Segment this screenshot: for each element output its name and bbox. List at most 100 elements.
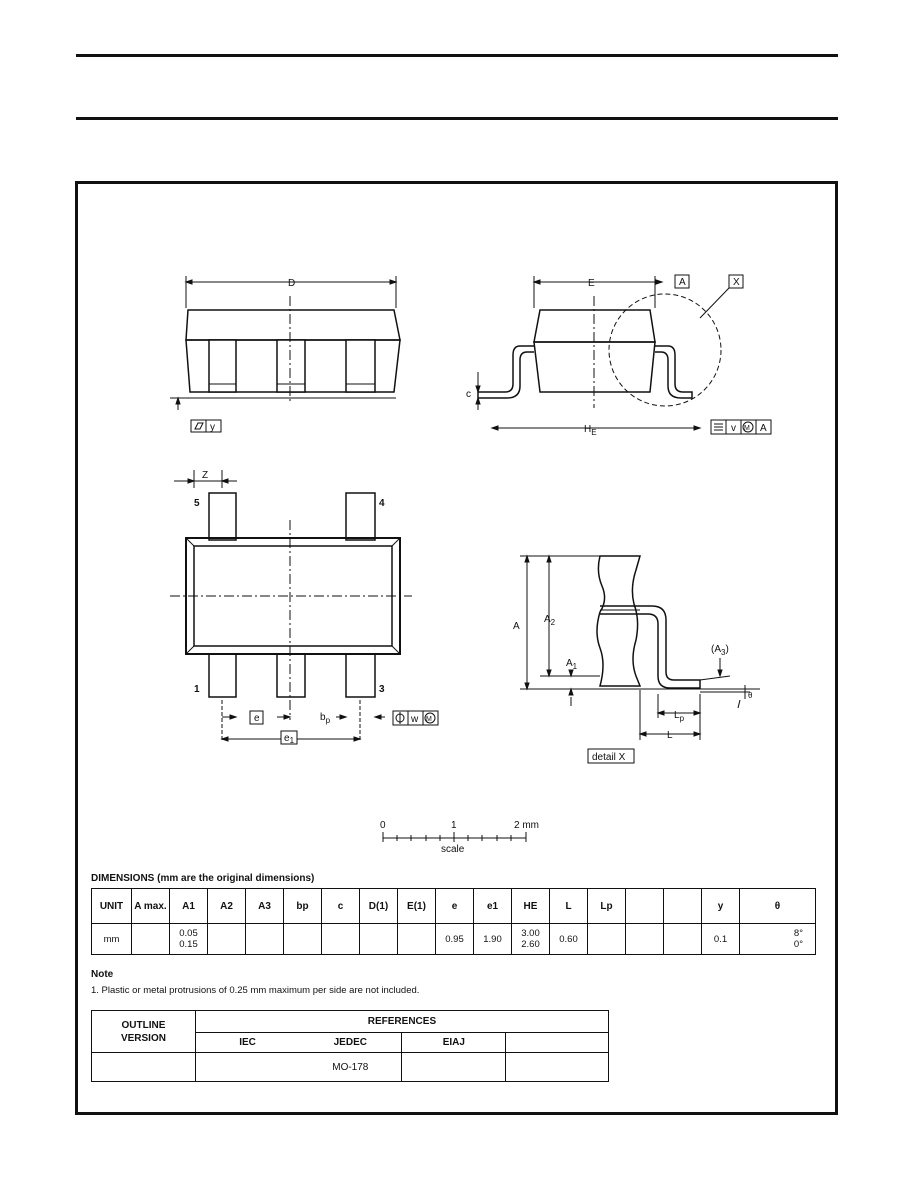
references-table: OUTLINE VERSION REFERENCES IEC JEDEC EIA…: [91, 1010, 610, 1082]
label-y: y: [210, 422, 215, 433]
label-d: D: [288, 278, 295, 289]
iec-value: [194, 1052, 300, 1082]
header-e: e: [435, 888, 474, 924]
header-e-dim: E(1): [397, 888, 436, 924]
value-a1-bottom: 0.15: [179, 939, 198, 950]
label-z: Z: [202, 470, 208, 481]
value-theta-bottom: 0°: [793, 939, 803, 950]
references-header: REFERENCES: [194, 1010, 610, 1033]
value-c: [321, 923, 360, 955]
package-outline-frame: [75, 181, 838, 1115]
label-l: L: [667, 730, 673, 741]
header-lp: Lp: [587, 888, 626, 924]
tol-m: M: [744, 425, 750, 432]
value-e1: 1.90: [473, 923, 512, 955]
side-view: E A X c HE v M A: [466, 274, 772, 437]
header-blank-1: [625, 888, 664, 924]
value-a1-top: 0.05: [179, 928, 198, 939]
iec-header: IEC: [194, 1032, 300, 1053]
header-a2: A2: [207, 888, 246, 924]
scale-caption: scale: [441, 844, 465, 855]
datum-a: A: [679, 277, 686, 288]
tol-v: v: [731, 423, 736, 434]
header-he: HE: [511, 888, 550, 924]
jedec-header: JEDEC: [299, 1032, 403, 1053]
value-blank-1: [625, 923, 664, 955]
dimensions-header-row: UNIT A max. A1 A2 A3 bp c D(1) E(1) e e1…: [91, 888, 816, 924]
label-bp: bp: [320, 712, 331, 725]
footprint-view: Z 5 4 1 3 e bp w M: [170, 470, 439, 745]
tol-m-footprint: M: [426, 716, 432, 723]
header-bp: bp: [283, 888, 322, 924]
header-d: D(1): [359, 888, 398, 924]
value-lp: [587, 923, 626, 955]
label-theta: θ: [748, 691, 753, 700]
header-e1: e1: [473, 888, 512, 924]
outline-version-header: OUTLINE VERSION: [91, 1010, 196, 1053]
extra-value: [505, 1052, 609, 1082]
value-a3: [245, 923, 284, 955]
outline-value: [91, 1052, 196, 1082]
detail-x-caption: detail X: [592, 752, 626, 763]
header-a-max: A max.: [131, 888, 170, 924]
label-e1: e1: [284, 733, 295, 745]
header-theta: θ: [739, 888, 816, 924]
label-he: HE: [584, 424, 597, 437]
label-a2: A2: [544, 614, 556, 627]
value-he-top: 3.00: [521, 928, 540, 939]
tol-w: w: [410, 714, 419, 725]
value-a-max: [131, 923, 170, 955]
pin-1: 1: [194, 684, 200, 695]
value-bp: [283, 923, 322, 955]
value-e: 0.95: [435, 923, 474, 955]
label-e: E: [588, 278, 595, 289]
scale-tick-1: 1: [451, 820, 457, 831]
pin-4: 4: [379, 498, 385, 509]
value-he-bottom: 2.60: [521, 939, 540, 950]
eiaj-header: EIAJ: [401, 1032, 507, 1053]
scale-tick-0: 0: [380, 820, 386, 831]
header-a3: A3: [245, 888, 284, 924]
label-a1: A1: [566, 658, 578, 671]
value-theta-top: 8°: [793, 928, 803, 939]
scale-tick-2: 2 mm: [514, 820, 539, 831]
header-a1: A1: [169, 888, 208, 924]
label-e-box: e: [254, 713, 260, 724]
outline-version-label: OUTLINE VERSION: [120, 1019, 166, 1044]
header-unit: UNIT: [91, 888, 132, 924]
value-blank-2: [663, 923, 702, 955]
detail-x-view: A A2 A1 (A3) θ Lp L detail X: [513, 554, 760, 764]
value-d: [359, 923, 398, 955]
note-line-1: 1. Plastic or metal protrusions of 0.25 …: [91, 985, 420, 996]
dimensions-table: UNIT A max. A1 A2 A3 bp c D(1) E(1) e e1…: [91, 888, 816, 955]
header-rule-top: [76, 54, 838, 57]
label-c: c: [466, 389, 471, 400]
top-view: D y: [170, 276, 401, 433]
pin-5: 5: [194, 498, 200, 509]
detail-x-tag: X: [733, 277, 740, 288]
value-y: 0.1: [701, 923, 740, 955]
value-a2: [207, 923, 246, 955]
header-blank-2: [663, 888, 702, 924]
value-theta: 8°0°: [739, 923, 816, 955]
scale-bar: 0 1 2 mm scale: [380, 820, 539, 855]
value-e-dim: [397, 923, 436, 955]
value-unit: mm: [91, 923, 132, 955]
eiaj-value: [401, 1052, 507, 1082]
value-l: 0.60: [549, 923, 588, 955]
dimensions-title: DIMENSIONS (mm are the original dimensio…: [91, 873, 315, 884]
header-rule-bottom: [76, 117, 838, 120]
label-a3: (A3): [711, 644, 729, 657]
header-l: L: [549, 888, 588, 924]
label-a-detail: A: [513, 621, 520, 632]
extra-header: [505, 1032, 609, 1053]
jedec-value: MO-178: [299, 1052, 403, 1082]
header-y: y: [701, 888, 740, 924]
header-c: c: [321, 888, 360, 924]
label-lp: Lp: [674, 710, 685, 723]
tol-a: A: [760, 423, 767, 434]
